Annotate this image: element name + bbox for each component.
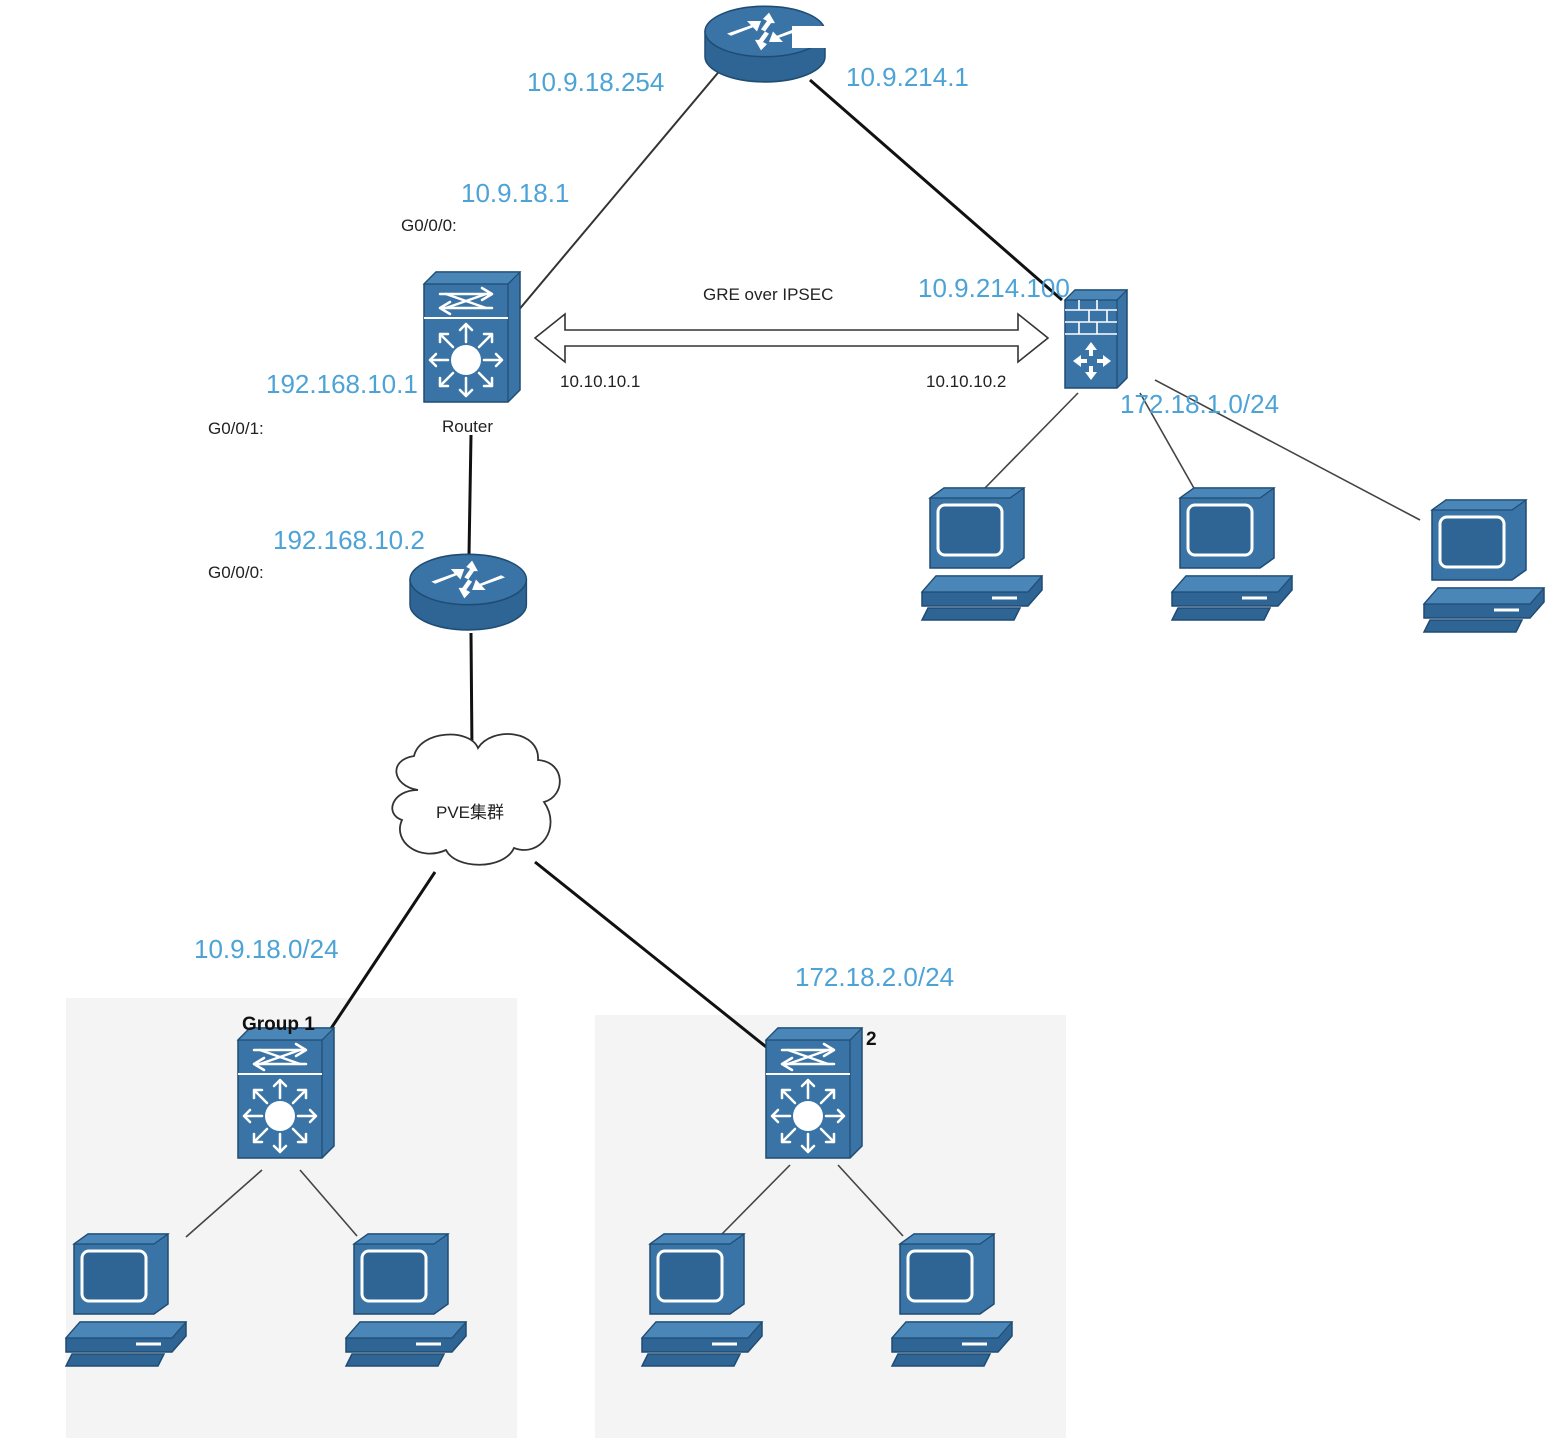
pc-icon [1170,486,1294,622]
tunnel-right-ip: 10.10.10.2 [926,372,1006,391]
link-core-router2 [467,434,473,556]
mask-patch [792,26,832,48]
pc-icon [344,1232,468,1368]
pc-icon [920,486,1044,622]
ip-isp-left: 10.9.18.254 [527,67,664,97]
ip-core-lan: 192.168.10.1 [266,369,418,399]
pc-icon [1422,498,1546,634]
group2-l3switch [764,1026,864,1160]
ip-group2-net: 172.18.2.0/24 [795,962,954,992]
cloud-label: PVE集群 [436,803,504,822]
branch-router [409,553,528,631]
group1-l3switch [236,1026,336,1160]
group2-label: 2 [866,1029,877,1050]
ip-core-wan: 10.9.18.1 [461,178,569,208]
port-core-g000: G0/0/0: [401,216,457,235]
firewall [1064,289,1128,389]
tunnel-left-ip: 10.10.10.1 [560,372,640,391]
router-label: Router [442,417,493,436]
pc-icon [64,1232,188,1368]
ip-isp-right: 10.9.214.1 [846,62,969,92]
group1-label: Group 1 [242,1014,315,1035]
link-fw-pc3 [1154,379,1421,521]
link-sw1-pc2 [299,1169,358,1237]
link-cloud-group2 [534,860,771,1052]
link-sw1-pc1 [185,1169,263,1238]
tunnel-label: GRE over IPSEC [703,285,833,304]
link-isp-firewall [809,78,1063,302]
link-fw-pc1 [984,392,1079,489]
core-l3switch [422,270,522,404]
link-cloud-group1 [328,871,437,1031]
link-fw-pc2 [1139,392,1196,491]
link-router2-cloud [469,632,474,753]
ip-router2-wan: 192.168.10.2 [273,525,425,555]
ip-fw-wan: 10.9.214.100 [918,273,1070,303]
port-router2-g000: G0/0/0: [208,563,264,582]
link-sw2-pc1 [719,1164,791,1237]
link-isp-core [511,67,723,319]
cloud-icon [391,733,561,866]
link-sw2-pc2 [837,1164,904,1237]
port-core-g001: G0/0/1: [208,419,264,438]
ip-fw-lan: 172.18.1.0/24 [1120,389,1279,419]
pc-icon [890,1232,1014,1368]
ip-group1-net: 10.9.18.0/24 [194,934,339,964]
pc-icon [640,1232,764,1368]
tunnel-arrow [533,312,1050,364]
